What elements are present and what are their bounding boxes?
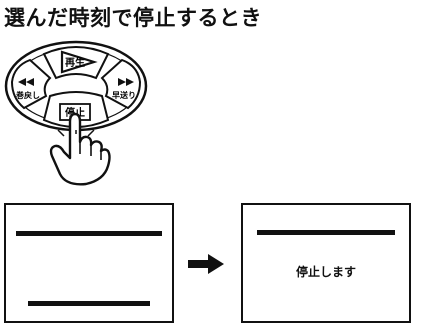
play-icon <box>60 50 98 74</box>
screen-after: 停止します <box>241 203 411 323</box>
stop-message: 停止します <box>295 265 356 279</box>
fast-forward-icon <box>118 78 134 86</box>
rewind-label: 巻戻し <box>15 90 40 100</box>
screen-bar-top <box>257 230 395 235</box>
rewind-button[interactable]: 巻戻し <box>10 58 52 110</box>
fast-forward-label: 早送り <box>112 90 136 100</box>
fast-forward-button[interactable]: 早送り <box>100 58 142 110</box>
right-arrow-icon <box>186 252 226 276</box>
page-title: 選んだ時刻で停止するとき <box>4 6 262 30</box>
hand-icon <box>49 112 111 186</box>
play-button[interactable]: 再生 <box>42 46 110 80</box>
screen-bar-bottom <box>28 301 150 306</box>
rewind-icon <box>18 78 34 86</box>
screen-before <box>4 203 174 323</box>
screen-bar-top <box>16 231 162 236</box>
remote-control-illustration: 再生 巻戻し 早送り 停止 <box>0 38 160 186</box>
play-label: 再生 <box>65 56 85 69</box>
